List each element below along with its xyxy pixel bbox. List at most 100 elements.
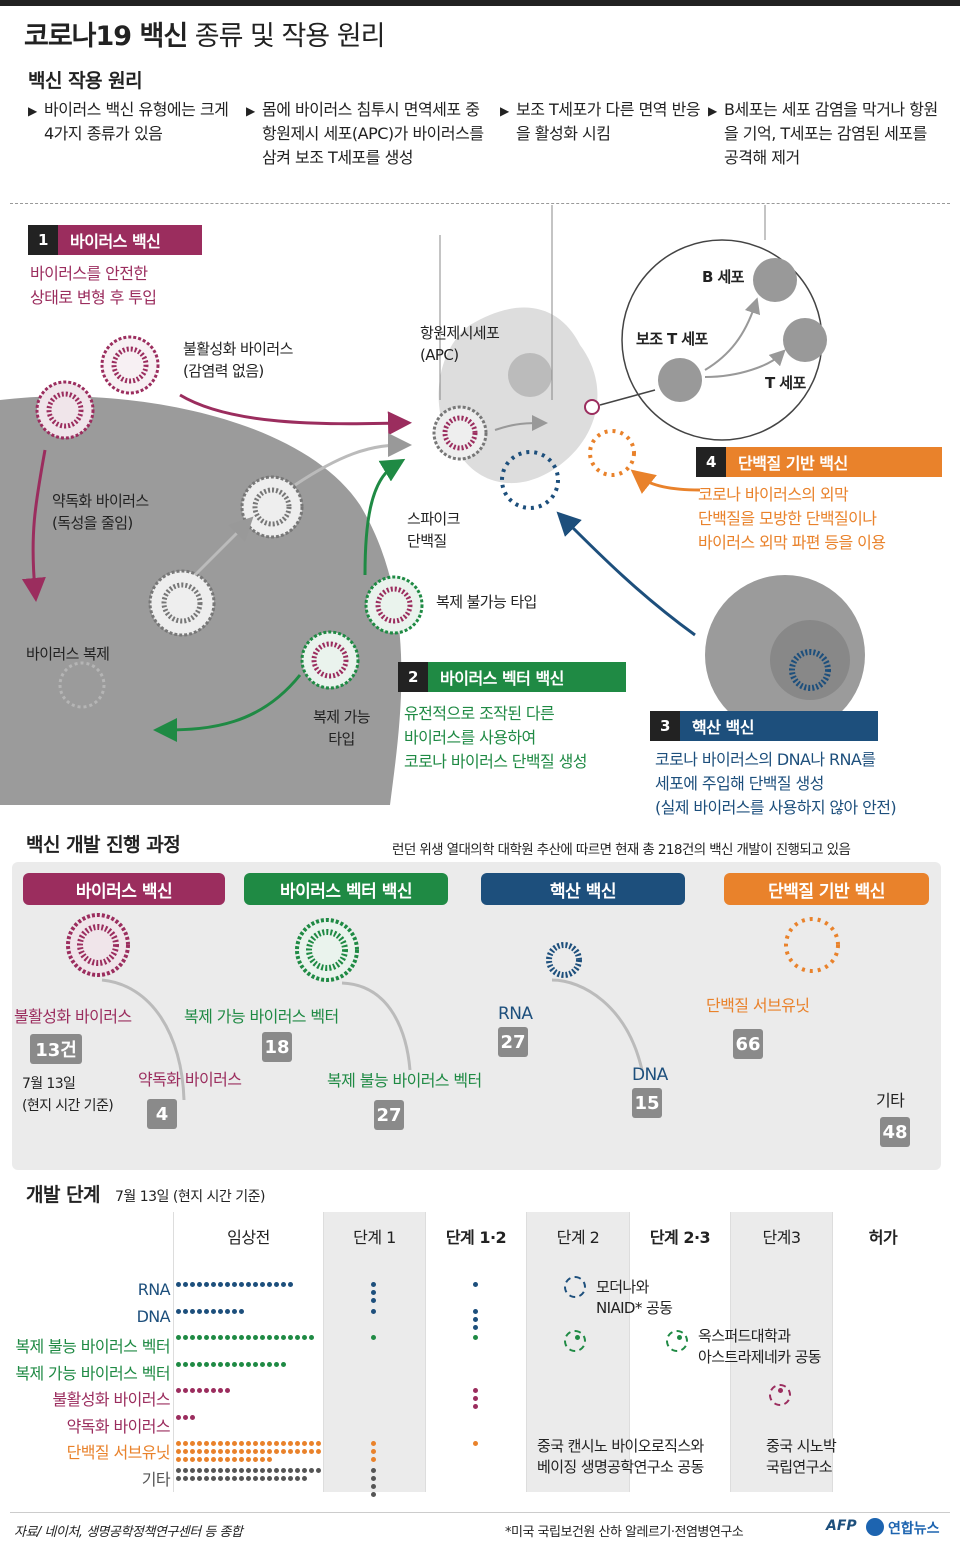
desc-line: 상태로 변형 후 투입: [30, 288, 157, 307]
triangle-icon: ▶: [28, 104, 37, 118]
progress-nucleic-b-count: 15: [632, 1088, 662, 1118]
stage-header: 단계 2·3: [649, 1228, 711, 1247]
stage-row-label: 약독화 바이러스: [66, 1416, 171, 1436]
stage-header: 단계3: [762, 1228, 801, 1247]
step-4-text: B세포는 세포 감염을 막거나 항원을 기억, T세포는 감염된 세포를 공격해…: [724, 100, 938, 167]
apc-nucleus: [508, 353, 552, 397]
stage-dot-group: [175, 1280, 323, 1288]
nucleic-ring: [789, 649, 831, 691]
label-line: 불활성화 바이러스: [183, 340, 293, 358]
badge-num: 4: [696, 447, 726, 477]
vector-rep-virus: [300, 630, 360, 690]
desc-line: 코로나 바이러스 단백질 생성: [404, 752, 588, 771]
principle-heading: 백신 작용 원리: [28, 70, 143, 92]
stage-column: 단계 2·3: [629, 1212, 730, 1492]
progress-other: 기타: [876, 1091, 905, 1110]
desc-line: 단백질을 모방한 단백질이나: [698, 509, 877, 528]
desc-line: 유전적으로 조작된 다른: [404, 704, 555, 723]
footer-footnote: *미국 국립보건원 산하 알레르기·전염병연구소: [505, 1525, 744, 1540]
step-1-text: 바이러스 백신 유형에는 크게 4가지 종류가 있음: [44, 100, 229, 143]
stage-row-label: 불활성화 바이러스: [52, 1390, 171, 1409]
yonhap-logo-icon: [866, 1518, 884, 1536]
stage-column: 단계 2: [526, 1212, 629, 1492]
stage-heading: 개발 단계: [26, 1184, 101, 1206]
progress-date: 7월 13일 (현지 시간 기준): [22, 1073, 114, 1117]
stage-header: 단계 1: [353, 1228, 396, 1247]
stage-dot-group: [175, 1386, 323, 1394]
top-rule: [0, 0, 960, 6]
label-line: 약독화 바이러스: [52, 492, 149, 510]
badge-protein-vaccine: 4 단백질 기반 백신: [696, 447, 942, 477]
pill-protein: 단백질 기반 백신: [724, 873, 929, 905]
stage-dot-group: [175, 1307, 323, 1315]
progress-nucleic-a: RNA: [498, 1004, 533, 1024]
progress-vector-a-count: 18: [262, 1032, 292, 1062]
stage-dot-group: [175, 1439, 323, 1463]
stage-date: 7월 13일 (현지 시간 기준): [115, 1189, 266, 1205]
inactivated-virus: [100, 335, 160, 395]
progress-curves: [66, 913, 840, 1101]
progress-nucleic-b: DNA: [632, 1065, 668, 1085]
label-replication: 바이러스 복제: [26, 645, 110, 663]
desc-line: 바이러스를 안전한: [30, 264, 148, 283]
nucleic-vaccine-desc: 코로나 바이러스의 DNA나 RNA를 세포에 주입해 단백질 생성 (실제 바…: [655, 748, 897, 820]
badge-virus-vaccine: 1 바이러스 백신: [28, 225, 202, 255]
progress-vector-a: 복제 가능 바이러스 벡터: [184, 1007, 339, 1026]
desc-line: 코로나 바이러스의 외막: [698, 485, 849, 504]
note-line: 중국 시노박: [766, 1437, 837, 1455]
label-line: 복제 가능: [313, 708, 371, 726]
progress-protein-a-count: 66: [733, 1029, 763, 1059]
note-sinovac: 중국 시노박 국립연구소: [766, 1436, 837, 1478]
triangle-icon: ▶: [500, 104, 509, 118]
progress-nucleic-a-count: 27: [498, 1027, 528, 1057]
note-line: 국립연구소: [766, 1458, 833, 1476]
title-rest: 종류 및 작용 원리: [194, 21, 386, 52]
stage-dot-group: [472, 1439, 482, 1447]
label-line: 단백질: [407, 532, 447, 550]
helper-t-shape: [658, 358, 702, 402]
t-cell-shape: [783, 318, 827, 362]
note-line: 중국 캔시노 바이오로직스와: [537, 1437, 704, 1455]
stage-column: 허가: [832, 1212, 933, 1492]
progress-heading: 백신 개발 진행 과정: [26, 834, 181, 856]
badge-label: 바이러스 벡터 백신: [440, 669, 564, 688]
stage-header: 단계 1·2: [445, 1228, 507, 1247]
stage-dot-group: [472, 1386, 482, 1410]
stage-dot-group: [175, 1333, 323, 1341]
label-line: (감염력 없음): [183, 362, 264, 380]
label-b-cell: B 세포: [702, 268, 744, 286]
stage-dot-group: [175, 1413, 323, 1421]
progress-virus-a-count: 13건: [30, 1034, 82, 1064]
label-spike: 스파이크 단백질: [407, 508, 460, 552]
badge-num: 3: [650, 711, 680, 741]
spike-ring-orange: [588, 429, 636, 477]
stage-dot-group: [370, 1307, 380, 1315]
b-cell-shape: [753, 258, 797, 302]
footer-source: 자료/ 네이처, 생명공학정책연구센터 등 종합: [14, 1525, 243, 1540]
desc-line: 코로나 바이러스의 DNA나 RNA를: [655, 750, 876, 769]
attenuated-virus: [35, 380, 95, 440]
progress-note: 런던 위생 열대의학 대학원 추산에 따르면 현재 총 218건의 백신 개발이…: [392, 842, 851, 858]
note-line: 모더나와: [596, 1278, 649, 1296]
protein-vaccine-desc: 코로나 바이러스의 외막 단백질을 모방한 단백질이나 바이러스 외막 파편 등…: [698, 483, 886, 555]
step-4: ▶ B세포는 세포 감염을 막거나 항원을 기억, T세포는 감염된 세포를 공…: [708, 98, 939, 170]
vector-vaccine-desc: 유전적으로 조작된 다른 바이러스를 사용하여 코로나 바이러스 단백질 생성: [404, 702, 588, 774]
stage-row-label: DNA: [136, 1306, 171, 1326]
pill-virus: 바이러스 백신: [23, 873, 225, 905]
progress-protein-a: 단백질 서브유닛: [706, 996, 810, 1015]
badge-vector-vaccine: 2 바이러스 벡터 백신: [398, 662, 626, 692]
label-line: 타입: [328, 730, 355, 748]
badge-nucleic-vaccine: 3 핵산 백신: [650, 711, 878, 741]
note-moderna: 모더나와 NIAID* 공동: [596, 1277, 673, 1319]
step-1: ▶ 바이러스 백신 유형에는 크게 4가지 종류가 있음: [28, 98, 229, 146]
stage-dot-group: [370, 1333, 380, 1341]
stage-row-label: 복제 불능 바이러스 벡터: [15, 1337, 170, 1356]
stage-dot-group: [370, 1466, 380, 1498]
label-t-cell: T 세포: [765, 374, 806, 392]
virus-vaccine-desc: 바이러스를 안전한 상태로 변형 후 투입: [30, 262, 157, 310]
label-attenuated: 약독화 바이러스 (독성을 줄임): [52, 490, 149, 534]
desc-line: (실제 바이러스를 사용하지 않아 안전): [655, 798, 897, 817]
pill-vector: 바이러스 벡터 백신: [244, 873, 448, 905]
step-3: ▶ 보조 T세포가 다른 면역 반응을 활성화 시킴: [500, 98, 701, 146]
note-line: 옥스퍼드대학과: [698, 1327, 791, 1345]
